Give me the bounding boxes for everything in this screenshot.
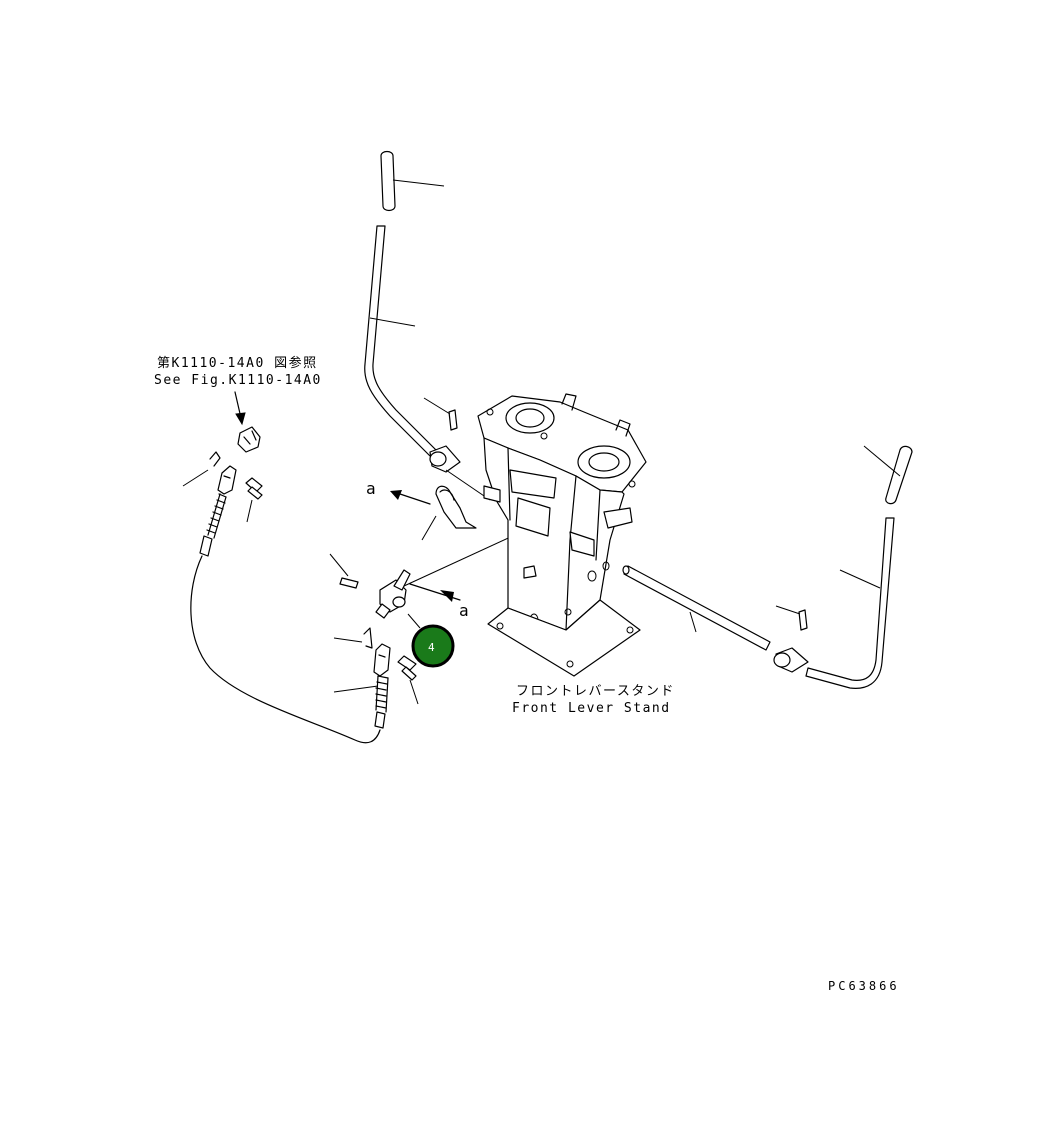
- right-lever-knob: [863, 445, 913, 505]
- view-marker-lower: a: [459, 601, 469, 620]
- reference-note-en: See Fig.K1110-14A0: [154, 373, 322, 388]
- cotter-pin-upper: [182, 451, 221, 487]
- pin-small-left: [329, 553, 359, 589]
- bellcrank-lever: [375, 569, 411, 619]
- cable-yoke-upper: [237, 426, 261, 453]
- callout-number: 4: [428, 641, 435, 654]
- callout-4[interactable]: 4: [407, 613, 455, 668]
- left-lever-rod: [364, 225, 439, 459]
- right-lever-collar: [773, 647, 809, 673]
- stand-label-jp: フロントレバースタンド: [516, 684, 675, 699]
- view-arrow-upper: [390, 490, 431, 505]
- front-lever-stand: [477, 393, 647, 677]
- right-spring-pin: [775, 605, 808, 631]
- view-arrow-lower: [409, 583, 461, 602]
- lever-bracket: [435, 485, 477, 529]
- left-lever-knob: [380, 150, 445, 212]
- left-lever-collar: [429, 445, 461, 473]
- reference-arrow: [234, 391, 246, 426]
- cross-shaft: [622, 565, 771, 651]
- cotter-pin-lower: [333, 627, 373, 649]
- cable-end-lower: [333, 643, 391, 729]
- stand-label-en: Front Lever Stand: [512, 701, 671, 716]
- cable-end-upper: [199, 465, 237, 557]
- reference-note-jp: 第K1110-14A0 図参照: [157, 355, 318, 371]
- pin-upper: [245, 477, 263, 523]
- drawing-number: PC63866: [828, 979, 900, 993]
- control-cable: [190, 555, 381, 744]
- left-spring-pin: [423, 397, 458, 431]
- right-lever-rod: [805, 517, 895, 689]
- pin-lower: [397, 655, 419, 705]
- view-marker-upper: a: [366, 479, 376, 498]
